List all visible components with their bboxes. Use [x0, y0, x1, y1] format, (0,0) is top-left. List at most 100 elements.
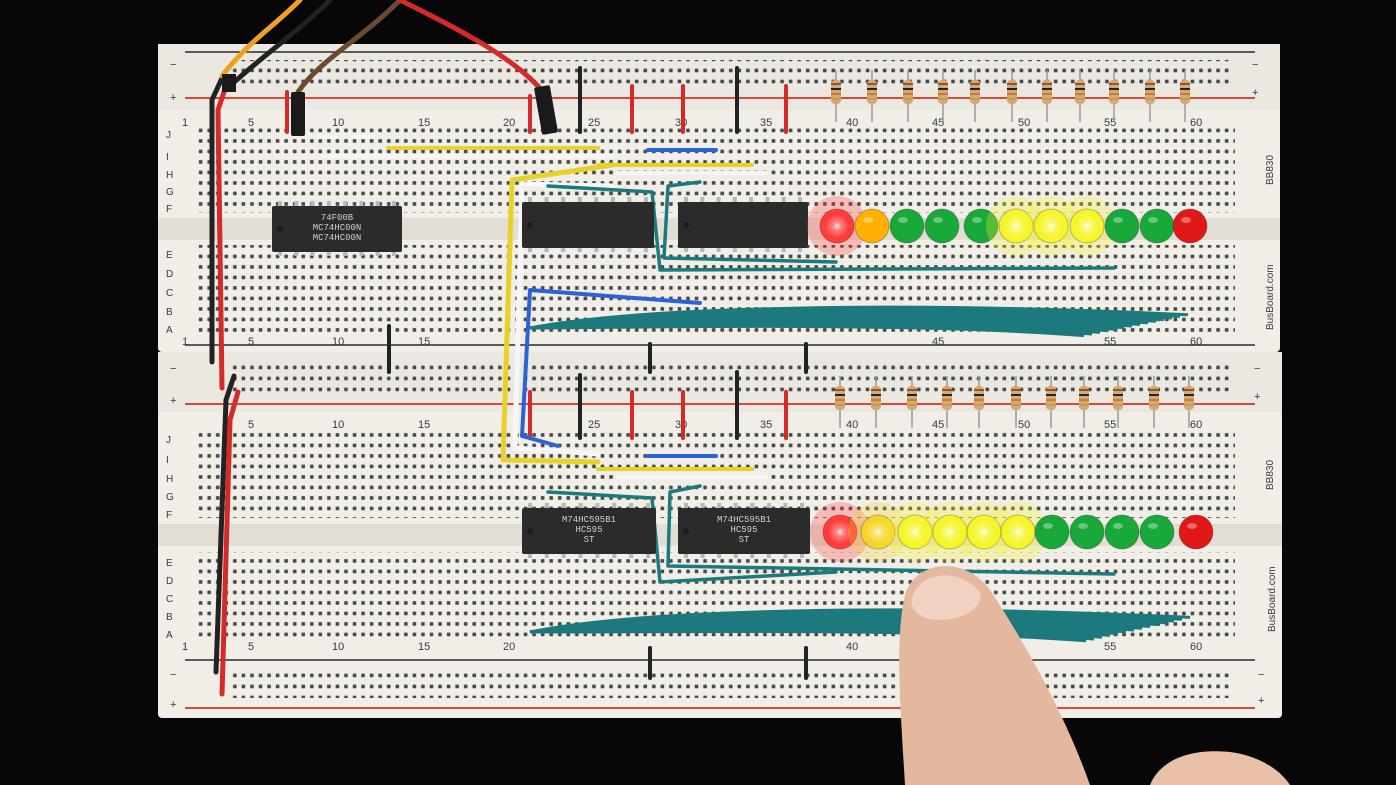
row-letter: C [166, 288, 173, 299]
column-number: 55 [1104, 117, 1116, 129]
short-jumpers [316, 135, 768, 479]
resistor [1075, 70, 1085, 122]
resistor [1149, 376, 1159, 428]
row-letter: J [166, 435, 171, 446]
wire-brown [295, 0, 403, 95]
brand-label: BusBoard.com [1265, 264, 1276, 330]
rail-jumpers [285, 66, 808, 680]
rail-minus-symbol-right: − [1258, 669, 1264, 681]
rail-holes [230, 60, 1230, 90]
column-number: 1 [182, 117, 188, 129]
led [1139, 208, 1175, 244]
column-number: 40 [846, 419, 858, 431]
led [1178, 514, 1214, 550]
column-number: 1 [182, 641, 188, 653]
row-letter: G [166, 187, 174, 198]
row-letters-lower: E D C B A [166, 250, 173, 336]
column-numbers-bottom: 1 5 10 15 45 55 60 [182, 336, 1202, 348]
rail-minus-symbol-right: − [1252, 59, 1258, 71]
row-letter: I [166, 152, 169, 163]
column-number: 60 [1190, 641, 1202, 653]
column-number: 5 [248, 641, 254, 653]
chips-layer: 74F00BMC74HC00NMC74HC00NM74HC595B1HC595S… [272, 197, 810, 558]
column-numbers-top: 1 5 10 15 20 25 30 35 40 45 50 55 60 [182, 117, 1202, 129]
chip-marking: ST [584, 535, 595, 545]
row-letter: C [166, 594, 173, 605]
resistor [942, 376, 952, 428]
column-number: 45 [932, 419, 944, 431]
column-number: 60 [1190, 336, 1202, 348]
terminal-holes-upper [195, 125, 1235, 213]
led [1069, 514, 1105, 550]
led [1139, 514, 1175, 550]
resistor [1184, 376, 1194, 428]
resistor [1042, 70, 1052, 122]
ic-chip [678, 197, 808, 252]
resistor-row-top [831, 70, 1190, 122]
resistor [974, 376, 984, 428]
power-side-wires [209, 0, 551, 697]
rail-plus-symbol-right: + [1252, 87, 1258, 99]
column-number: 25 [588, 419, 600, 431]
wire-black [229, 0, 333, 87]
row-letter: A [166, 630, 173, 641]
column-number: 5 [248, 419, 254, 431]
led [1104, 514, 1140, 550]
rail-minus-symbol: − [170, 363, 176, 375]
column-number: 15 [418, 641, 430, 653]
resistor [1011, 376, 1021, 428]
rail-minus-symbol: − [170, 59, 176, 71]
chip-marking: M74HC595B1 [717, 515, 771, 525]
column-number: 40 [846, 641, 858, 653]
resistor [871, 376, 881, 428]
column-number: 50 [1018, 419, 1030, 431]
brand-label: BusBoard.com [1267, 566, 1278, 632]
row-letter: D [166, 269, 173, 280]
row-letter: J [166, 130, 171, 141]
led [920, 502, 980, 562]
column-number: 20 [503, 117, 515, 129]
row-letter: H [166, 474, 173, 485]
ic-chip [522, 197, 654, 252]
column-number: 55 [1104, 336, 1116, 348]
wire-bundle-bottom [529, 608, 1191, 643]
row-letters-upper: J I H G F [166, 435, 174, 521]
led [807, 196, 867, 256]
wire-yellow [500, 162, 615, 465]
row-letter: H [166, 170, 173, 181]
led [1057, 196, 1117, 256]
row-letter: E [166, 558, 173, 569]
led [1021, 196, 1081, 256]
wire-bundle-top [529, 305, 1189, 338]
led [854, 208, 890, 244]
rail-plus-symbol: + [170, 92, 176, 104]
dupont-connector [291, 92, 305, 136]
column-number: 1 [182, 336, 188, 348]
column-number: 15 [418, 336, 430, 348]
resistor [1109, 70, 1119, 122]
wire-blue [520, 288, 702, 448]
column-number: 40 [846, 117, 858, 129]
cross-board-wires [500, 162, 1116, 584]
column-number: 60 [1190, 117, 1202, 129]
chip-marking: HC595 [575, 525, 602, 535]
chip-marking: MC74HC00N [313, 223, 362, 233]
column-number: 60 [1190, 419, 1202, 431]
resistor [1180, 70, 1190, 122]
led [889, 208, 925, 244]
column-number: 45 [932, 117, 944, 129]
row-letter: A [166, 325, 173, 336]
resistor [835, 376, 845, 428]
led [810, 502, 870, 562]
rail-holes [230, 364, 1230, 396]
wire-teal [529, 324, 1085, 338]
resistor [1046, 376, 1056, 428]
dupont-connector [222, 74, 236, 92]
row-letters-upper: J I H G F [166, 130, 174, 215]
column-number: 20 [503, 641, 515, 653]
chip-marking: ST [739, 535, 750, 545]
finger [899, 566, 1290, 785]
column-number: 10 [332, 641, 344, 653]
